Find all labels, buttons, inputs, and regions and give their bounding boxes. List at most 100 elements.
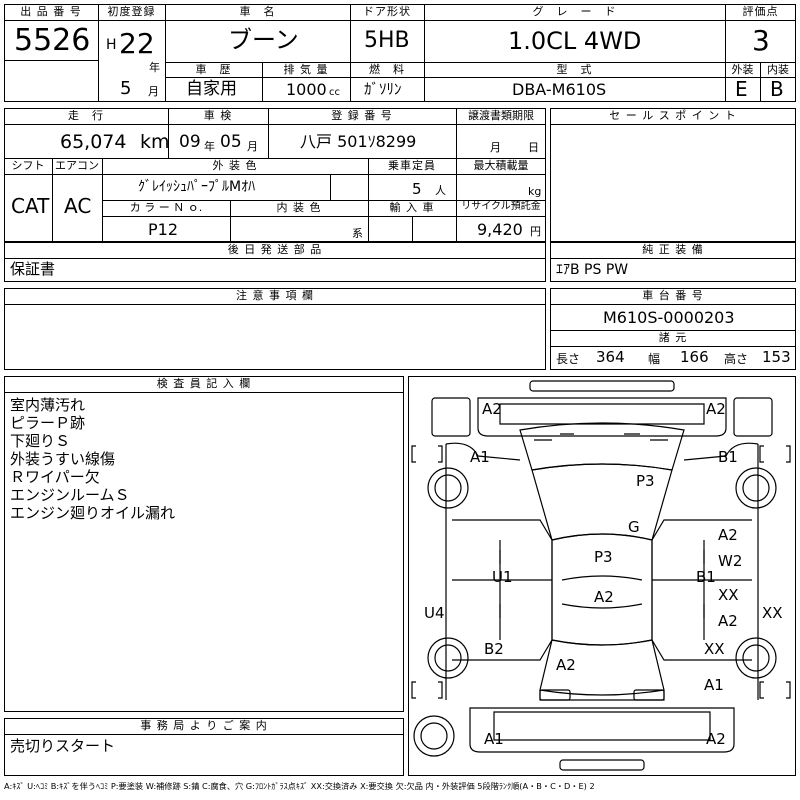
era-year: 22 [119,27,155,60]
score: 3 [752,24,770,57]
dimensions-label: 諸 元 [658,331,688,344]
inspection-month: 05 [220,132,242,152]
chassis-number-label: 車 台 番 号 [642,289,704,302]
transfer-day: 日 [528,141,539,154]
inspector-box [4,376,404,712]
passenger-capacity: 5 [412,180,422,198]
inspector-note-item: Ｒワイパー欠 [10,468,100,486]
damage-mark: A1 [484,730,504,748]
model: DBA-M610S [512,80,607,99]
mileage-label: 走 行 [68,109,104,122]
car-name: ブーン [228,26,299,54]
length: 364 [596,348,625,366]
inspection-label: 車 検 [203,109,233,122]
recycle-fee: 9,420 [477,220,523,239]
era-letter: H [106,37,117,53]
interior-grade: B [770,77,784,101]
score-label: 評価点 [742,5,779,18]
height-label: 高さ [724,352,749,366]
interior-color-unit: 系 [352,227,363,240]
damage-mark: A1 [704,676,724,694]
inspector-note-item: エンジンルームＳ [10,486,130,504]
damage-mark: A2 [706,400,726,418]
notes-label: 注 意 事 項 欄 [236,289,314,302]
interior-color-label: 内 装 色 [276,201,322,214]
damage-mark: XX [704,640,725,658]
damage-mark: P3 [636,472,655,490]
fuel: ｶﾞｿﾘﾝ [364,80,402,98]
damage-mark: A2 [706,730,726,748]
displacement-unit: cc [329,87,340,98]
later-parts-value: 保証書 [10,260,56,278]
exterior-color: ｸﾞﾚｲｯｼｭﾊﾟｰﾌﾟﾙMｵﾊ [138,179,256,195]
damage-mark: A2 [718,612,738,630]
recycle-fee-label: リサイクル預託金 [461,201,541,212]
lot-number: 5526 [14,23,91,58]
chassis-box [550,288,796,370]
interior-label: 内装 [767,63,789,76]
lot-number-label: 出 品 番 号 [20,5,82,18]
inspection-year: 09 [179,132,201,152]
car-name-label: 車 名 [239,5,276,18]
capacity-unit: 人 [435,184,446,197]
air-conditioner: AC [64,194,92,218]
year-suffix: 年 [149,61,160,74]
color-number-label: カ ラ ー Ｎ ｏ. [129,201,203,214]
inspector-note-item: ピラーＰ跡 [10,414,86,432]
max-load-unit: kg [528,185,542,198]
mileage: 65,074 [60,131,127,153]
displacement: 1000 [286,80,327,99]
damage-mark: B2 [484,640,504,658]
door-type: 5HB [364,28,410,53]
damage-mark: A2 [482,400,502,418]
height: 153 [762,348,791,366]
sales-point-box [550,108,796,242]
notes-box [4,288,546,370]
shift-label: シフト [11,159,45,172]
history-label: 車 歴 [195,63,232,76]
damage-mark: B1 [718,448,738,466]
inspector-note-item: 室内薄汚れ [10,396,86,414]
first-registration-label: 初度登録 [107,5,156,18]
exterior-label: 外装 [731,63,754,76]
chassis-number: M610S-0000203 [603,308,735,327]
office-value: 売切りスタート [10,737,116,755]
later-parts-label: 後 日 発 送 部 品 [227,243,323,256]
shift: CAT [11,194,50,218]
length-label: 長さ [556,352,581,366]
recycle-fee-unit: 円 [530,225,541,238]
damage-mark: B1 [696,568,716,586]
inspector-label: 検 査 員 記 入 欄 [156,377,252,390]
damage-mark: U1 [492,568,513,586]
capacity-label: 乗車定員 [388,159,436,172]
mileage-unit: km [140,131,170,153]
grade-label: グ レ ー ド [532,5,617,18]
later-parts-box [4,242,546,282]
ac-label: エアコン [55,159,99,172]
sales-point-label: セ ー ル ス ポ イ ン ト [609,109,737,122]
plate-label: 登 録 番 号 [331,109,393,122]
equipment-box [550,242,796,282]
inspection-year-suffix: 年 [204,140,215,153]
inspector-note-item: 外装うすい線傷 [10,450,116,468]
damage-mark: A2 [718,526,738,544]
header-block [4,4,796,102]
office-box [4,718,404,776]
equipment-value: ｴｱB PS PW [556,262,629,278]
history: 自家用 [186,79,237,99]
damage-mark: A2 [594,588,614,606]
displacement-label: 排 気 量 [283,63,329,76]
damage-mark: XX [718,586,739,604]
registration-month: 5 [120,78,132,99]
transfer-deadline-label: 譲渡書類期限 [468,109,534,122]
damage-mark: XX [762,604,783,622]
damage-mark: P3 [594,548,613,566]
transfer-month: 月 [490,141,501,154]
color-number: P12 [148,220,179,239]
import-label: 輸 入 車 [389,201,435,214]
max-load-label: 最大積載量 [473,159,529,172]
door-type-label: ドア形状 [363,5,411,18]
